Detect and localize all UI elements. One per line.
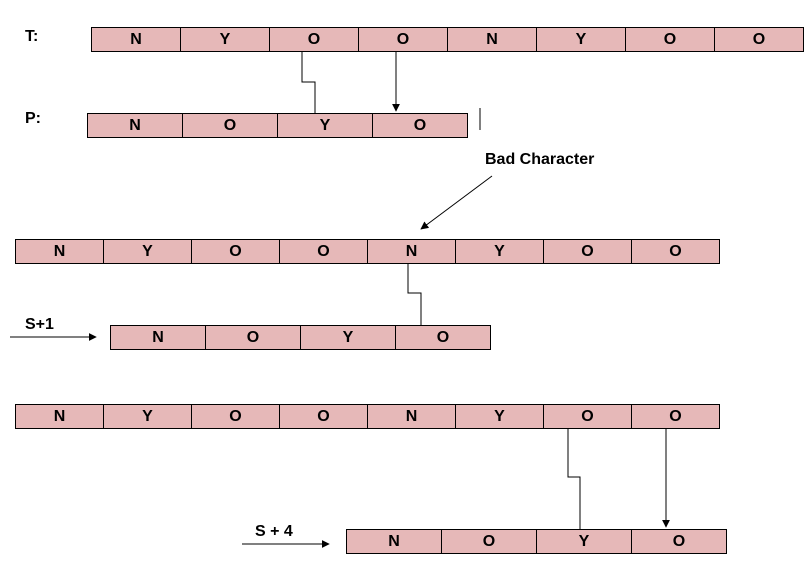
pattern-row-2-cell-3: O [395,325,491,350]
text-row-2-cell-5: Y [455,239,544,264]
text-row-2-cell-6: O [543,239,632,264]
pattern-row-1-cell-3: O [372,113,468,138]
text-row-label: T: [25,28,39,45]
text-row-1-cell-0: N [91,27,181,52]
pattern-row-1-cell-0: N [87,113,183,138]
text-row-2-cell-0: N [15,239,104,264]
text-row-3-cell-0: N [15,404,104,429]
pattern-row-1-cell-1: O [182,113,278,138]
pattern-row-label: P: [25,110,41,127]
text-row-3-cell-7: O [631,404,720,429]
shift-one-label: S+1 [25,316,54,333]
pattern-row-3-cell-3: O [631,529,727,554]
text-row-3-cell-5: Y [455,404,544,429]
text-row-3-cell-6: O [543,404,632,429]
text-row-2-cell-3: O [279,239,368,264]
match-connector-1 [301,52,316,113]
pattern-row-1-cell-2: Y [277,113,373,138]
shift-four-label: S + 4 [255,523,293,540]
text-row-2-cell-2: O [191,239,280,264]
bad-character-arrow [420,175,493,230]
shift-connector-1 [407,264,422,325]
text-row-3-cell-3: O [279,404,368,429]
bad-character-label: Bad Character [485,151,595,168]
text-row-1-cell-7: O [714,27,804,52]
text-row-3-cell-2: O [191,404,280,429]
text-row-2-cell-1: Y [103,239,192,264]
text-row-3-cell-4: N [367,404,456,429]
text-row-1-cell-4: N [447,27,537,52]
text-row-1-cell-3: O [358,27,448,52]
text-row-1-cell-2: O [269,27,359,52]
pattern-row-3-cell-2: Y [536,529,632,554]
text-row-2-cell-7: O [631,239,720,264]
pattern-row-2-cell-0: N [110,325,206,350]
text-row-1-cell-6: O [625,27,715,52]
pattern-row-3-cell-1: O [441,529,537,554]
text-row-2-cell-4: N [367,239,456,264]
shift-connector-2 [567,429,581,529]
pattern-row-3-cell-0: N [346,529,442,554]
text-row-3-cell-1: Y [103,404,192,429]
